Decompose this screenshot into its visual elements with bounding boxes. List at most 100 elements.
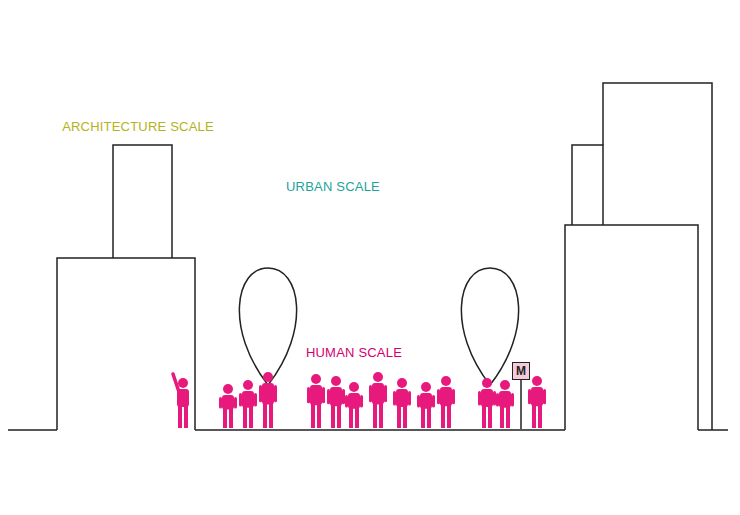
person-leg (403, 405, 407, 428)
scale-blob (42, 195, 725, 491)
person-head (532, 376, 542, 386)
person-silhouette (239, 380, 257, 428)
person-head (349, 382, 359, 392)
person-silhouette (327, 376, 345, 428)
person-head (482, 378, 492, 388)
person-leg (184, 405, 188, 428)
person-arm (360, 395, 363, 408)
person-silhouette (369, 372, 387, 428)
person-silhouette (219, 384, 237, 428)
person-arm (393, 391, 396, 405)
person-arm (496, 393, 499, 406)
person-leg (223, 408, 227, 428)
person-arm (437, 389, 440, 404)
person-body (372, 383, 384, 404)
person-arm (452, 389, 455, 404)
scale-blob (553, 69, 738, 458)
street-lamp (239, 268, 296, 385)
person-head (421, 382, 431, 392)
person-body (330, 387, 342, 406)
person-head (178, 378, 188, 388)
person-leg (488, 405, 492, 428)
person-head (397, 378, 407, 388)
person-body (440, 387, 452, 406)
person-arm (543, 389, 546, 404)
person-body (348, 393, 360, 409)
person-body (531, 387, 543, 406)
metro-sign: M (512, 362, 530, 380)
scale-label: URBAN SCALE (286, 180, 380, 194)
person-leg (397, 405, 401, 428)
sign-pole (520, 380, 522, 429)
person-leg (355, 407, 359, 428)
person-body (222, 395, 234, 410)
person-arm (345, 395, 348, 408)
person-arm (417, 395, 420, 408)
person-arm (274, 385, 277, 402)
left-building-tower (113, 145, 172, 258)
person-leg (311, 403, 315, 428)
person-silhouette (307, 374, 325, 428)
person-leg (317, 403, 321, 428)
person-silhouette (345, 382, 363, 428)
person-body (262, 383, 274, 404)
person-leg (243, 406, 247, 428)
person-arm (432, 395, 435, 408)
person-leg (229, 408, 233, 428)
person-arm (511, 393, 514, 406)
person-leg (331, 404, 335, 428)
person-leg (269, 402, 273, 428)
person-leg (263, 402, 267, 428)
person-head (243, 380, 253, 390)
person-arm (173, 374, 179, 392)
person-arm (307, 387, 310, 403)
sign-letter: M (516, 365, 526, 377)
person-leg (421, 407, 425, 428)
person-head (441, 376, 451, 386)
person-head (331, 376, 341, 386)
person-silhouette (393, 378, 411, 428)
person-silhouette (528, 376, 546, 428)
person-leg (249, 406, 253, 428)
person-leg (506, 406, 510, 428)
person-body (499, 391, 511, 408)
person-head (500, 380, 510, 390)
person-leg (447, 404, 451, 428)
right-building-tower (603, 83, 712, 430)
person-arm (219, 397, 222, 409)
person-arm (342, 389, 345, 404)
scale-blob (196, 14, 587, 443)
scale-blob (22, 94, 210, 459)
person-body (420, 393, 432, 409)
street-lamp (461, 268, 518, 385)
person-leg (532, 404, 536, 428)
person-silhouette (496, 380, 514, 428)
right-building-annex (572, 145, 603, 225)
person-body (310, 385, 322, 405)
person-leg (500, 406, 504, 428)
person-arm (384, 385, 387, 402)
person-silhouette (173, 374, 189, 428)
person-arm (254, 393, 257, 406)
person-head (373, 372, 383, 382)
person-leg (427, 407, 431, 428)
person-arm (239, 393, 242, 406)
person-arm (234, 397, 237, 409)
person-head (311, 374, 321, 384)
person-silhouette (259, 372, 277, 428)
person-leg (337, 404, 341, 428)
person-arm (322, 387, 325, 403)
person-leg (373, 402, 377, 428)
person-leg (178, 405, 182, 428)
ground-line (8, 429, 728, 431)
person-silhouette (417, 382, 435, 428)
person-arm (259, 385, 262, 402)
person-arm (478, 391, 481, 405)
person-body (481, 389, 493, 407)
